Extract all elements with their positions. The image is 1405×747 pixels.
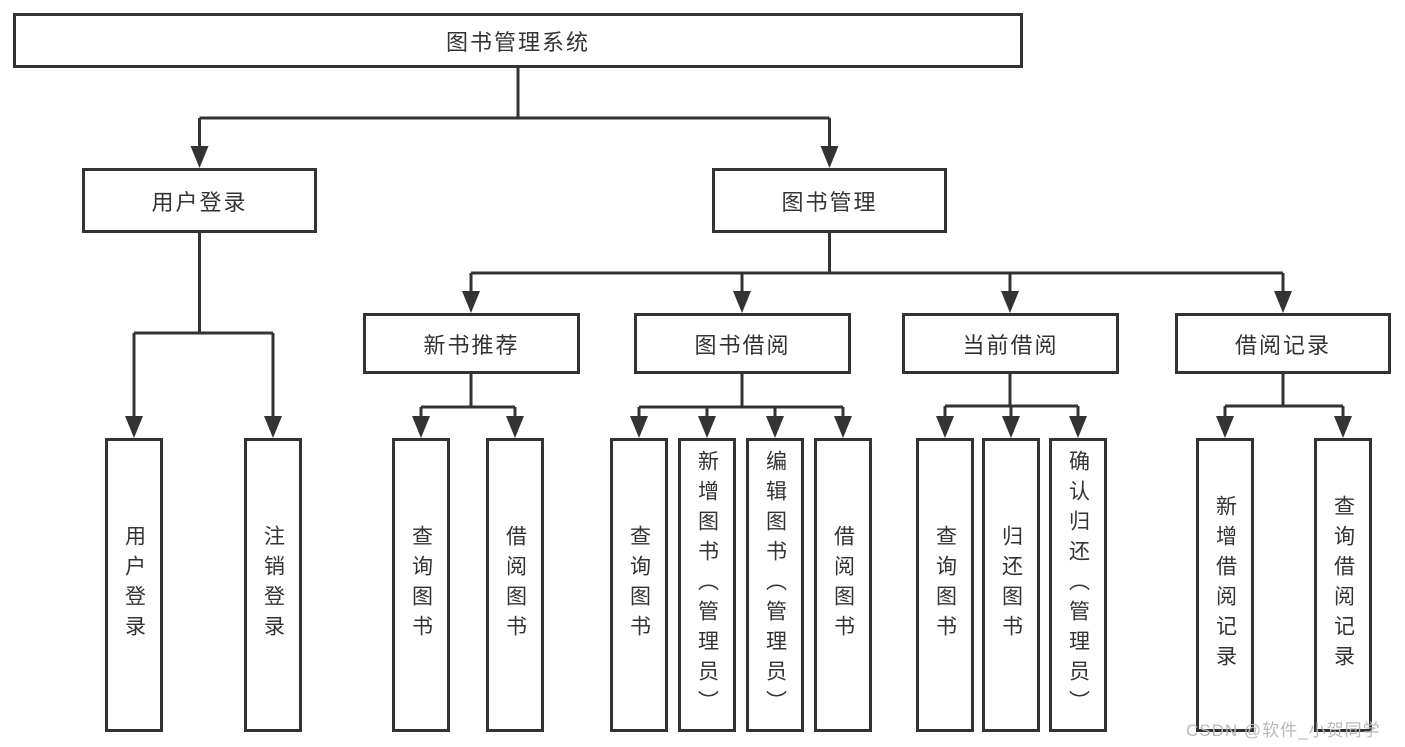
- leaf-newbook-borrow-label: 借阅图书: [503, 525, 527, 645]
- node-current-borrowing-label: 当前借阅: [962, 332, 1059, 358]
- leaf-record-add-label: 新增借阅记录: [1213, 495, 1237, 675]
- node-book-management-label: 图书管理: [781, 189, 878, 215]
- leaf-user-login: 用户登录: [105, 438, 163, 732]
- connector-lines: [132, 68, 1345, 416]
- leaf-newbook-borrow: 借阅图书: [486, 438, 544, 732]
- leaf-borrow-edit-admin-label: 编辑图书（管理员）: [763, 450, 787, 720]
- leaf-borrow-query-label: 查询图书: [627, 525, 651, 645]
- node-user-login-label: 用户登录: [151, 189, 248, 215]
- node-book-borrowing-label: 图书借阅: [694, 332, 791, 358]
- leaf-logout-label: 注销登录: [261, 525, 285, 645]
- leaf-current-query: 查询图书: [916, 438, 974, 732]
- leaf-current-confirm-admin-label: 确认归还（管理员）: [1066, 450, 1090, 720]
- leaf-current-confirm-admin: 确认归还（管理员）: [1049, 438, 1107, 732]
- node-new-book-recommend-label: 新书推荐: [423, 332, 520, 358]
- leaf-record-query-label: 查询借阅记录: [1331, 495, 1355, 675]
- leaf-record-add: 新增借阅记录: [1196, 438, 1254, 732]
- leaf-user-login-label: 用户登录: [122, 525, 146, 645]
- node-book-borrowing: 图书借阅: [634, 313, 851, 374]
- node-user-login: 用户登录: [82, 168, 317, 233]
- leaf-newbook-query-label: 查询图书: [409, 525, 433, 645]
- leaf-current-return: 归还图书: [982, 438, 1040, 732]
- node-book-management: 图书管理: [712, 168, 947, 233]
- node-root: 图书管理系统: [13, 13, 1023, 68]
- leaf-newbook-query: 查询图书: [392, 438, 450, 732]
- leaf-record-query: 查询借阅记录: [1314, 438, 1372, 732]
- node-borrow-records-label: 借阅记录: [1234, 332, 1331, 358]
- leaf-borrow-add-admin: 新增图书（管理员）: [678, 438, 736, 732]
- leaf-borrow-edit-admin: 编辑图书（管理员）: [746, 438, 804, 732]
- node-root-label: 图书管理系统: [445, 29, 590, 55]
- leaf-borrow-query: 查询图书: [610, 438, 668, 732]
- leaf-borrow-borrow: 借阅图书: [814, 438, 872, 732]
- leaf-logout: 注销登录: [244, 438, 302, 732]
- leaf-current-query-label: 查询图书: [933, 525, 957, 645]
- node-current-borrowing: 当前借阅: [902, 313, 1119, 374]
- leaf-current-return-label: 归还图书: [999, 525, 1023, 645]
- leaf-borrow-add-admin-label: 新增图书（管理员）: [695, 450, 719, 720]
- leaf-borrow-borrow-label: 借阅图书: [831, 525, 855, 645]
- node-new-book-recommend: 新书推荐: [363, 313, 580, 374]
- node-borrow-records: 借阅记录: [1175, 313, 1391, 374]
- watermark: CSDN @软件_小贺同学: [1186, 721, 1381, 740]
- arrowheads: [125, 146, 1352, 438]
